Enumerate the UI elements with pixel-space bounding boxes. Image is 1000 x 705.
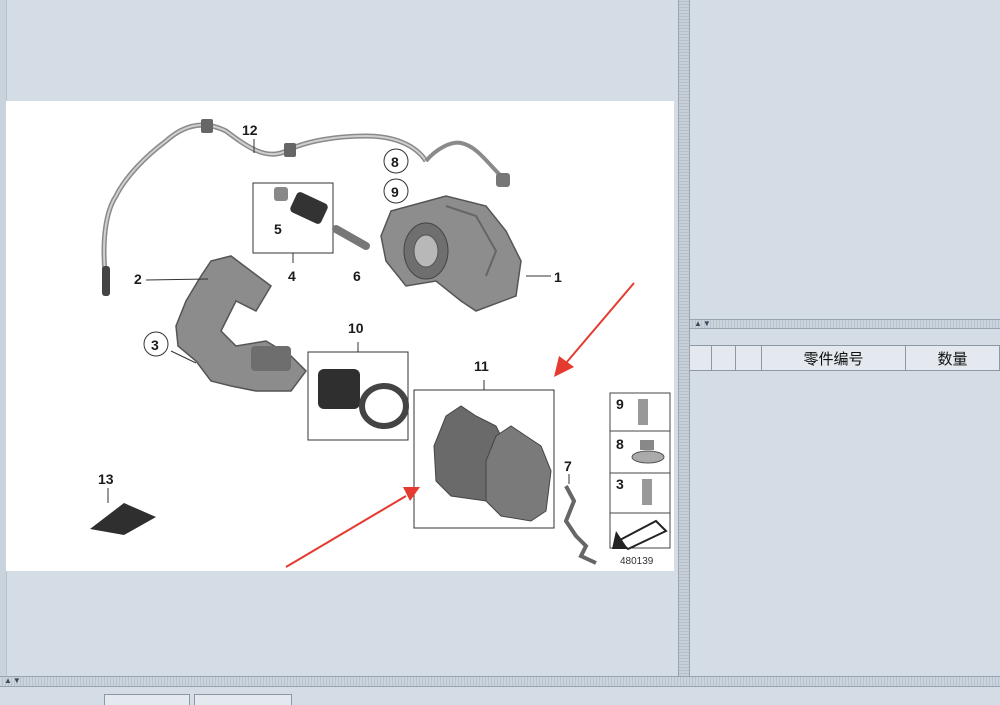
caliper-shim[interactable] [90, 488, 156, 535]
brake-wear-sensor[interactable] [101, 119, 510, 296]
fastener-legend [609, 392, 671, 551]
column-header[interactable] [712, 346, 736, 370]
callout-12[interactable]: 12 [242, 122, 258, 138]
diagram-pane: 12 8 9 5 4 6 1 2 3 10 11 7 13 9 8 3 4801… [0, 0, 674, 676]
callout-7[interactable]: 7 [564, 458, 572, 474]
column-header[interactable] [736, 346, 762, 370]
bottom-panel: ▲▼ [0, 676, 1000, 705]
callout-8[interactable]: 8 [391, 154, 399, 170]
callout-9[interactable]: 9 [391, 184, 399, 200]
callout-2[interactable]: 2 [134, 271, 142, 287]
bottom-tab[interactable] [194, 694, 292, 705]
bottom-tab[interactable] [104, 694, 190, 705]
callout-3[interactable]: 3 [151, 337, 159, 353]
legend-8: 8 [616, 436, 624, 452]
splitter-arrows-icon[interactable]: ▲▼ [694, 319, 712, 328]
column-header[interactable] [690, 346, 712, 370]
parts-diagram[interactable]: 12 8 9 5 4 6 1 2 3 10 11 7 13 9 8 3 4801… [6, 101, 674, 571]
callout-10[interactable]: 10 [348, 320, 364, 336]
caliper-carrier[interactable] [145, 255, 307, 392]
anti-rattle-spring[interactable] [563, 474, 597, 565]
image-number: 480139 [620, 556, 654, 567]
piston-seal-kit[interactable] [307, 342, 409, 441]
bottom-splitter-arrows-icon[interactable]: ▲▼ [4, 676, 22, 685]
callout-5[interactable]: 5 [274, 221, 282, 237]
callout-6[interactable]: 6 [353, 268, 361, 284]
callout-13[interactable]: 13 [98, 471, 114, 487]
horizontal-splitter[interactable]: ▲▼ [690, 319, 1000, 329]
parts-list-pane [690, 329, 1000, 676]
brake-caliper[interactable] [380, 195, 551, 312]
column-header-part-number[interactable]: 零件编号 [762, 346, 906, 370]
guide-bolt-kit[interactable] [252, 182, 370, 263]
vertical-splitter[interactable] [678, 0, 690, 676]
parts-table-header: 零件编号 数量 [690, 345, 1000, 371]
bottom-splitter[interactable]: ▲▼ [0, 677, 1000, 687]
callout-11[interactable]: 11 [474, 358, 489, 374]
brake-pad-set[interactable] [413, 380, 555, 529]
column-header-quantity[interactable]: 数量 [906, 346, 1000, 370]
legend-9: 9 [616, 396, 624, 412]
callout-1[interactable]: 1 [554, 269, 562, 285]
callout-4[interactable]: 4 [288, 268, 296, 284]
right-top-pane [690, 0, 1000, 319]
legend-3: 3 [616, 476, 624, 492]
annotation-arrows [285, 282, 635, 568]
exploded-view-svg: 12 8 9 5 4 6 1 2 3 10 11 7 13 9 8 3 4801… [90, 119, 671, 568]
